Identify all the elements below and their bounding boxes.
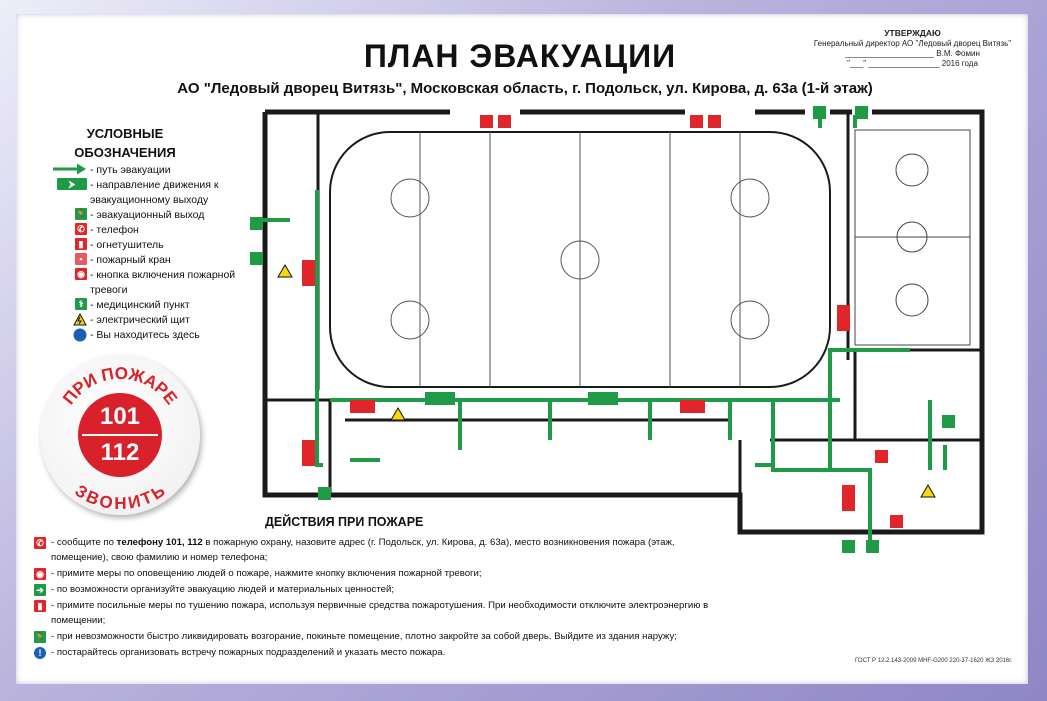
legend: - путь эвакуации ⮞- направление движения… [52, 163, 242, 343]
fire-alarm-button [875, 450, 888, 463]
action-text: - постарайтесь организовать встречу пожа… [51, 647, 446, 659]
action-item: ! - постарайтесь организовать встречу пож… [34, 645, 734, 661]
plan-signs [250, 106, 955, 553]
action-text: - при невозможности быстро ликвидировать… [51, 630, 677, 642]
action-item: ◉ - примите меры по оповещению людей о по… [34, 566, 734, 582]
fire-hydrant [350, 400, 375, 413]
action-item: ➔ - по возможности организуйте эвакуацию … [34, 582, 734, 598]
approval-block: УТВЕРЖДАЮ Генеральный директор АО "Ледов… [800, 28, 1025, 69]
fire-actions-list: ✆ - сообщите по телефону 101, 112 в пожар… [34, 535, 734, 661]
approval-date: "___" ________________ 2016 года [847, 59, 978, 68]
fire-alarm-button-icon: ◉ [34, 567, 46, 580]
footer-code: ГОСТ Р 12.2.143-2009 MHF-G200 220-37-162… [855, 658, 1013, 664]
approval-signature: ____________________ В.М. Фомин [845, 49, 980, 58]
exit-direction-sign-icon: ⮞ [57, 178, 87, 190]
actions-title: ДЕЙСТВИЯ ПРИ ПОЖАРЕ [265, 515, 424, 529]
legend-label: - путь эвакуации [90, 164, 171, 176]
ice-rink [329, 131, 831, 388]
legend-label: - Вы находитесь здесь [90, 329, 200, 341]
fire-hydrant [480, 115, 493, 128]
fire-hydrant [302, 260, 315, 286]
fire-alarm-button-icon: ◉ [75, 268, 87, 280]
badge-bottom-text: ЗВОНИТЬ [71, 481, 168, 513]
fire-extinguisher [708, 115, 721, 128]
fire-hydrant [842, 485, 855, 511]
green-arrow-icon [53, 163, 86, 175]
exit-sign [813, 106, 826, 119]
exit-arrow-icon: ➔ [34, 583, 46, 596]
legend-label: - электрический щит [90, 314, 190, 326]
fire-hydrant [690, 115, 703, 128]
phone [890, 515, 903, 528]
exit-sign [842, 540, 855, 553]
action-item: 🏃 - при невозможности быстро ликвидироват… [34, 629, 734, 645]
phone-icon: ✆ [75, 223, 87, 235]
floor-plan [250, 106, 985, 553]
legend-label: - огнетушитель [90, 239, 164, 251]
legend-label: - эвакуационный выход [90, 209, 205, 221]
action-item: ✆ - сообщите по телефону 101, 112 в пожар… [34, 535, 734, 566]
action-text: - сообщите по [51, 537, 117, 548]
legend-item: - Вы находитесь здесь [52, 328, 242, 343]
legend-label: - телефон [90, 224, 139, 236]
legend-label: - пожарный кран [90, 254, 171, 266]
legend-title: УСЛОВНЫЕ ОБОЗНАЧЕНИЯ [60, 124, 190, 162]
legend-item: ✆- телефон [52, 223, 242, 238]
electrical-panel-icon [73, 313, 87, 326]
fire-hydrant [302, 440, 315, 466]
action-text: в пожарную охрану, назовите адрес (г. По… [51, 537, 675, 564]
fire-hydrant-icon: ▪ [75, 253, 87, 265]
exit-sign [250, 252, 263, 265]
badge-number-112: 112 [100, 439, 140, 466]
legend-item: ▪- пожарный кран [52, 253, 242, 268]
action-item: ▮ - примите посильные меры по тушению пож… [34, 598, 734, 629]
legend-item: ⚕- медицинский пункт [52, 298, 242, 313]
fire-extinguisher [498, 115, 511, 128]
approval-position: Генеральный директор АО "Ледовый дворец … [813, 39, 1012, 48]
action-text: - примите меры по оповещению людей о пож… [51, 567, 482, 579]
fire-hydrant [837, 305, 850, 331]
electrical-panel [277, 264, 936, 498]
legend-label: - кнопка включения пожарной тревоги [90, 269, 236, 296]
legend-item: ◉- кнопка включения пожарной тревоги [52, 268, 242, 298]
legend-label: - медицинский пункт [90, 299, 190, 311]
action-text: - по возможности организуйте эвакуацию л… [51, 583, 394, 595]
exit-direction-sign [588, 392, 618, 405]
svg-text:ЗВОНИТЬ: ЗВОНИТЬ [71, 481, 168, 513]
action-phone-numbers: телефону 101, 112 [116, 537, 203, 548]
badge-center: 101 112 [78, 393, 162, 477]
legend-item: - электрический щит [52, 313, 242, 328]
fire-hydrant [680, 400, 705, 413]
badge-divider [82, 434, 158, 436]
action-text: - примите посильные меры по тушению пожа… [51, 600, 709, 627]
medical-point [942, 415, 955, 428]
emergency-call-badge: ПРИ ПОЖАРЕ ЗВОНИТЬ 101 112 [40, 355, 200, 515]
exit-sign [866, 540, 879, 553]
legend-item: - путь эвакуации [52, 163, 242, 178]
basketball-court [854, 129, 971, 346]
exit-direction-sign [425, 392, 455, 405]
exit-sign [250, 217, 263, 230]
legend-title-line1: УСЛОВНЫЕ [86, 126, 164, 141]
emergency-exit-icon: 🏃 [75, 208, 87, 220]
approval-heading: УТВЕРЖДАЮ [884, 28, 941, 38]
you-are-here-icon [73, 328, 87, 342]
legend-title-line2: ОБОЗНАЧЕНИЯ [74, 145, 176, 160]
badge-number-101: 101 [99, 403, 141, 430]
emergency-exit-icon: 🏃 [34, 630, 46, 643]
evacuation-routes [260, 115, 947, 540]
legend-item: 🏃- эвакуационный выход [52, 208, 242, 223]
legend-item: ⮞- направление движения к эвакуационному… [52, 178, 242, 208]
phone-icon: ✆ [34, 537, 46, 549]
page-subtitle: АО "Ледовый дворец Витязь", Московская о… [177, 80, 873, 97]
fire-extinguisher-icon: ▮ [75, 238, 87, 250]
page-title: ПЛАН ЭВАКУАЦИИ [363, 38, 677, 74]
exit-sign [318, 487, 331, 500]
info-icon: ! [34, 647, 46, 660]
legend-label: - направление движения к эвакуационному … [90, 179, 219, 206]
exit-sign [855, 106, 868, 119]
fire-extinguisher-icon: ▮ [34, 600, 46, 613]
legend-item: ▮- огнетушитель [52, 238, 242, 253]
medical-point-icon: ⚕ [75, 298, 87, 310]
